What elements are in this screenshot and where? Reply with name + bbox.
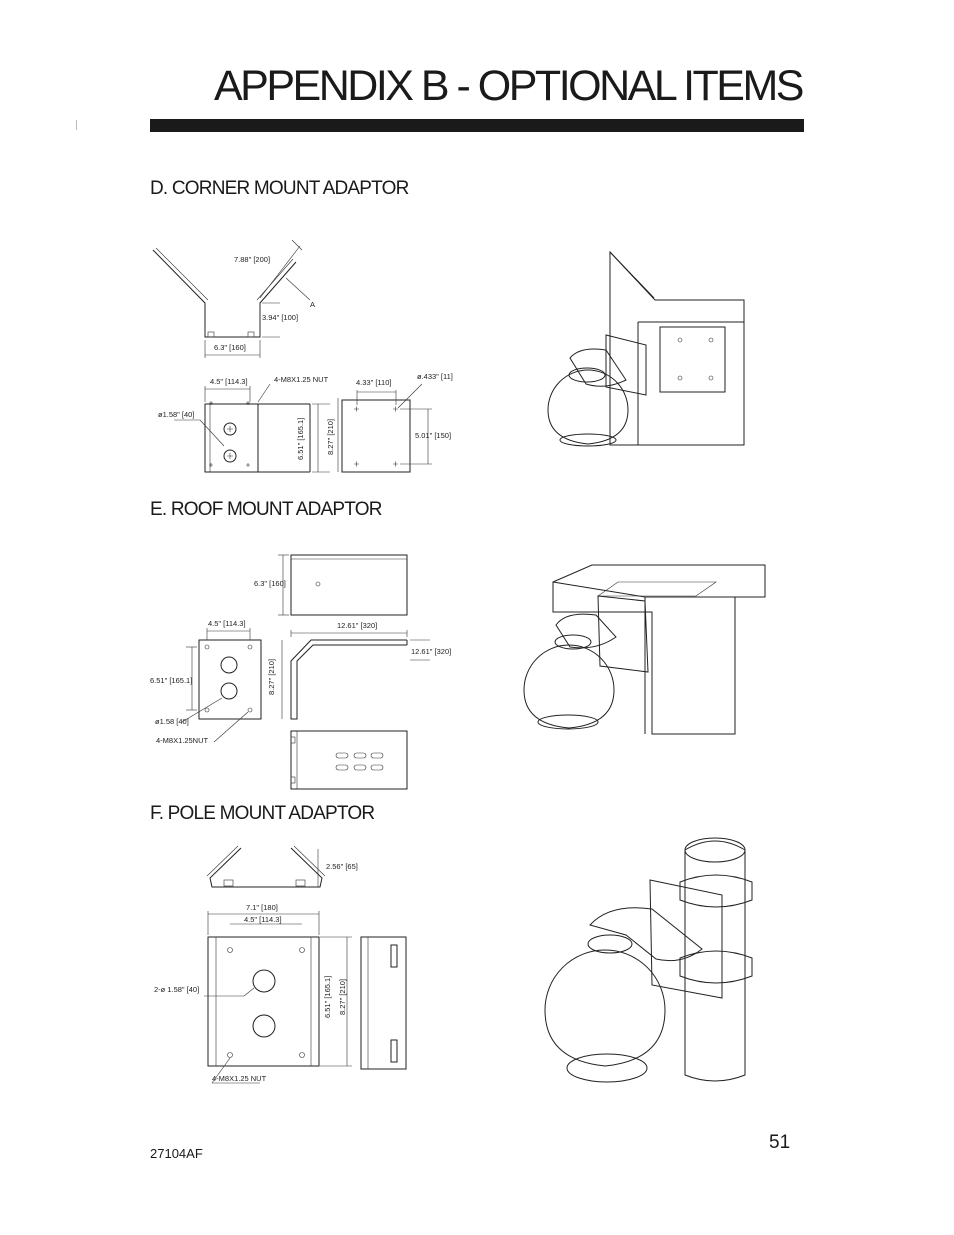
page-number: 51 [769,1132,791,1153]
corner-adaptor-front-view: 4.5" [114.3] 4-M8X1.25 NUT ø1.58" [40] 6… [158,375,339,473]
pole-mount-heading: F. POLE MOUNT ADAPTOR [150,803,375,824]
corner-dim-4-33: 4.33" [110] [356,378,391,387]
roof-adaptor-front-view: 4.5" [114.3] 6.51" [165.1] ø1.58 [40] 4-… [150,619,262,745]
corner-dim-hole: ø1.58" [40] [158,410,194,419]
roof-adaptor-side-view: 12.61" [320] 12.61" [320] 8.27" [210] [267,621,451,720]
corner-mount-illustration [547,250,745,447]
corner-dim-8-27: 8.27" [210] [326,419,335,455]
roof-dim-4-5: 4.5" [114.3] [208,619,246,628]
roof-dim-hole: ø1.58 [40] [155,717,189,726]
roof-dim-6-3: 6.3" [160] [254,579,286,588]
pole-dim-2-56: 2.56" [65] [326,862,358,871]
corner-adaptor-side-view: 4.33" [110] ø.433" [11] 5.01" [150] [341,372,453,473]
corner-adaptor-top-view: 7.88" [200] A 3.94" [100] 6.3" [160] [152,239,315,358]
corner-dim-5-01: 5.01" [150] [415,431,451,440]
corner-label-a: A [310,300,315,309]
roof-mount-heading: E. ROOF MOUNT ADAPTOR [150,499,382,520]
pole-dim-hole: 2-ø 1.58" [40] [154,985,199,994]
roof-dim-8-27: 8.27" [210] [267,659,276,695]
pole-dim-4-5: 4.5" [114.3] [244,915,282,924]
roof-dim-6-51: 6.51" [165.1] [150,676,192,685]
corner-dim-6-51: 6.51" [165.1] [296,418,305,460]
roof-adaptor-bottom-view [290,730,408,790]
corner-nut-spec: 4-M8X1.25 NUT [274,375,329,384]
corner-dim-6-3: 6.3" [160] [214,343,246,352]
page-title: APPENDIX B - OPTIONAL ITEMS [214,62,804,110]
corner-dim-7-88: 7.88" [200] [234,255,270,264]
corner-dim-433: ø.433" [11] [417,372,453,381]
pole-adaptor-front-view: 7.1" [180] 4.5" [114.3] 2-ø 1.58" [40] 6… [154,903,352,1084]
corner-dim-4-5: 4.5" [114.3] [210,377,248,386]
pole-dim-8-27: 8.27" [210] [338,979,347,1015]
page-edge-mark [76,120,77,130]
pole-adaptor-side-view [360,936,407,1070]
pole-adaptor-top-view: 2.56" [65] [206,845,358,888]
pole-dim-7-1: 7.1" [180] [246,903,278,912]
pole-nut-spec: 4-M8X1.25 NUT [212,1074,267,1083]
roof-mount-illustration [523,564,766,735]
corner-mount-heading: D. CORNER MOUNT ADAPTOR [150,178,409,199]
roof-adaptor-top-view: 6.3" [160] [254,554,408,616]
document-code: 27104AF [150,1146,203,1161]
pole-dim-6-51: 6.51" [165.1] [323,976,332,1018]
title-rule [150,119,804,132]
roof-dim-12-61-a: 12.61" [320] [337,621,377,630]
roof-dim-12-61-b: 12.61" [320] [411,647,451,656]
pole-mount-illustration [544,837,753,1083]
roof-nut-spec: 4-M8X1.25NUT [156,736,209,745]
corner-dim-3-94: 3.94" [100] [262,313,298,322]
